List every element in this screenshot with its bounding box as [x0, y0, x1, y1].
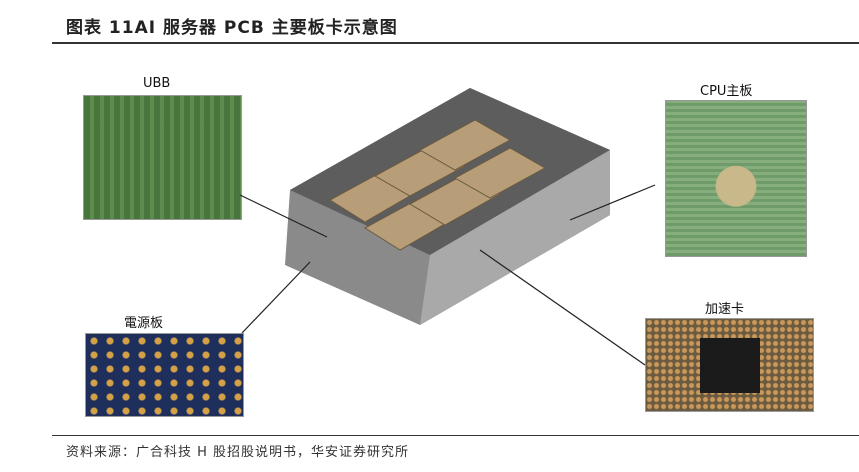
cpu-board-image: [665, 100, 807, 257]
bottom-rule: [52, 435, 859, 436]
label-power-board: 電源板: [124, 316, 164, 331]
figure-title: 图表 11AI 服务器 PCB 主要板卡示意图: [66, 18, 398, 38]
top-rule: [52, 42, 859, 44]
label-cpu-board: CPU主板: [700, 84, 753, 99]
power-board-image: [85, 333, 244, 417]
accelerator-card-image: [645, 318, 814, 412]
source-note: 资料来源：广合科技 H 股招股说明书，华安证券研究所: [66, 445, 410, 460]
label-ubb: UBB: [143, 76, 171, 91]
ubb-board-image: [83, 95, 242, 220]
label-accelerator-card: 加速卡: [705, 302, 745, 317]
